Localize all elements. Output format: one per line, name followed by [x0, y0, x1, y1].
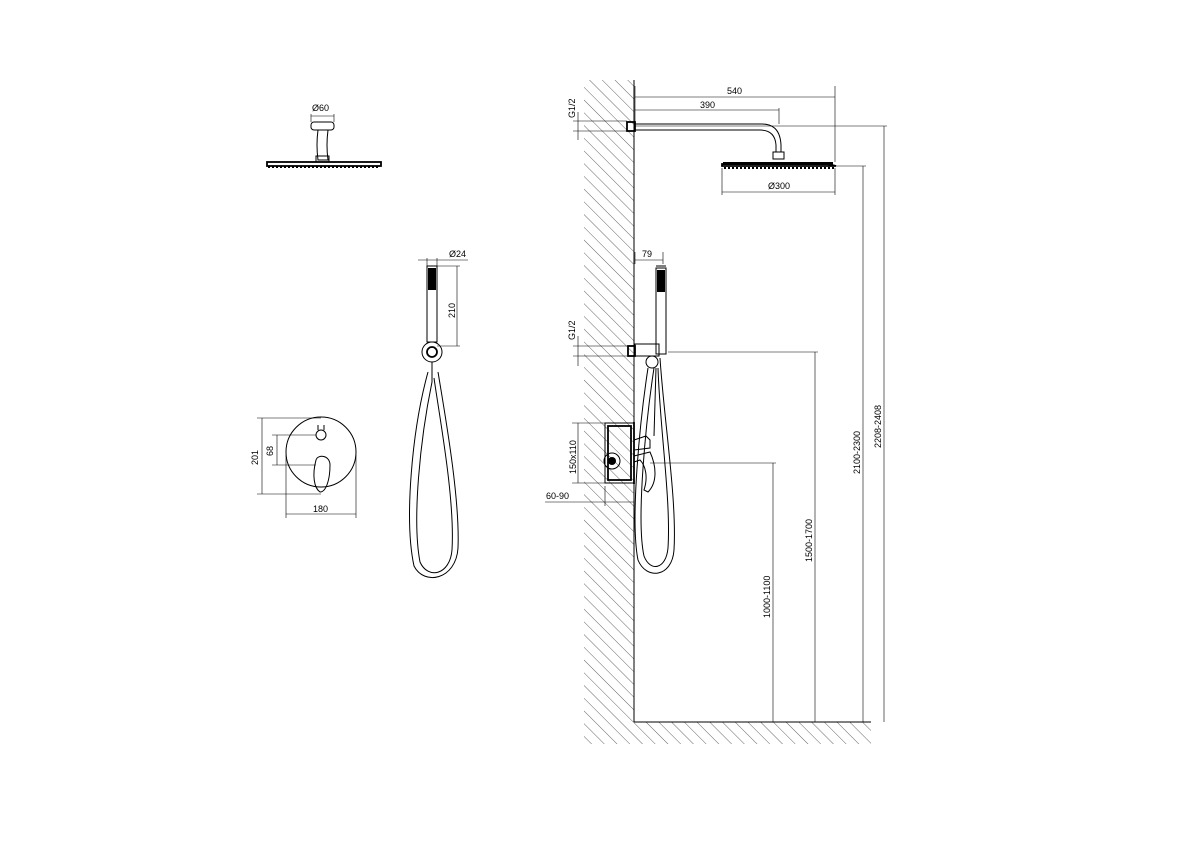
dim-hand-shower-dia: Ø24 — [449, 249, 466, 259]
dim-head-dia: Ø300 — [768, 181, 790, 191]
mixer-plate-icon — [257, 416, 357, 518]
dim-holder-offset: 79 — [642, 249, 652, 259]
dim-mixer-plate-width: 180 — [313, 504, 328, 514]
dim-box-depth: 60-90 — [546, 491, 569, 501]
dim-hand-shower-length: 210 — [447, 303, 457, 318]
shower-arm-head — [626, 121, 837, 169]
dim-inlet-height: 2208-2408 — [873, 405, 883, 448]
hand-shower-wall-assembly — [627, 265, 675, 574]
dim-mixer-knob-spacing: 68 — [265, 446, 275, 456]
hand-shower-icon — [409, 258, 468, 579]
concealed-box — [603, 422, 656, 493]
wall-hatch-icon — [584, 80, 871, 744]
dim-inlet-top: G1/2 — [567, 98, 577, 118]
dim-inlet-bottom: G1/2 — [567, 320, 577, 340]
dim-overhead-arm-dia: Ø60 — [312, 103, 329, 113]
dim-mixer-plate-height: 201 — [250, 450, 260, 465]
dim-arm-total-projection: 540 — [727, 86, 742, 96]
dim-mixer-height: 1000-1100 — [762, 576, 772, 618]
dimension-lines — [545, 86, 887, 722]
dim-box-size: 150x110 — [568, 440, 578, 474]
dim-head-height: 2100-2300 — [852, 431, 862, 474]
overhead-shower-icon — [266, 114, 382, 168]
dim-arm-projection: 390 — [700, 100, 715, 110]
dim-outlet-height: 1500-1700 — [804, 519, 814, 562]
